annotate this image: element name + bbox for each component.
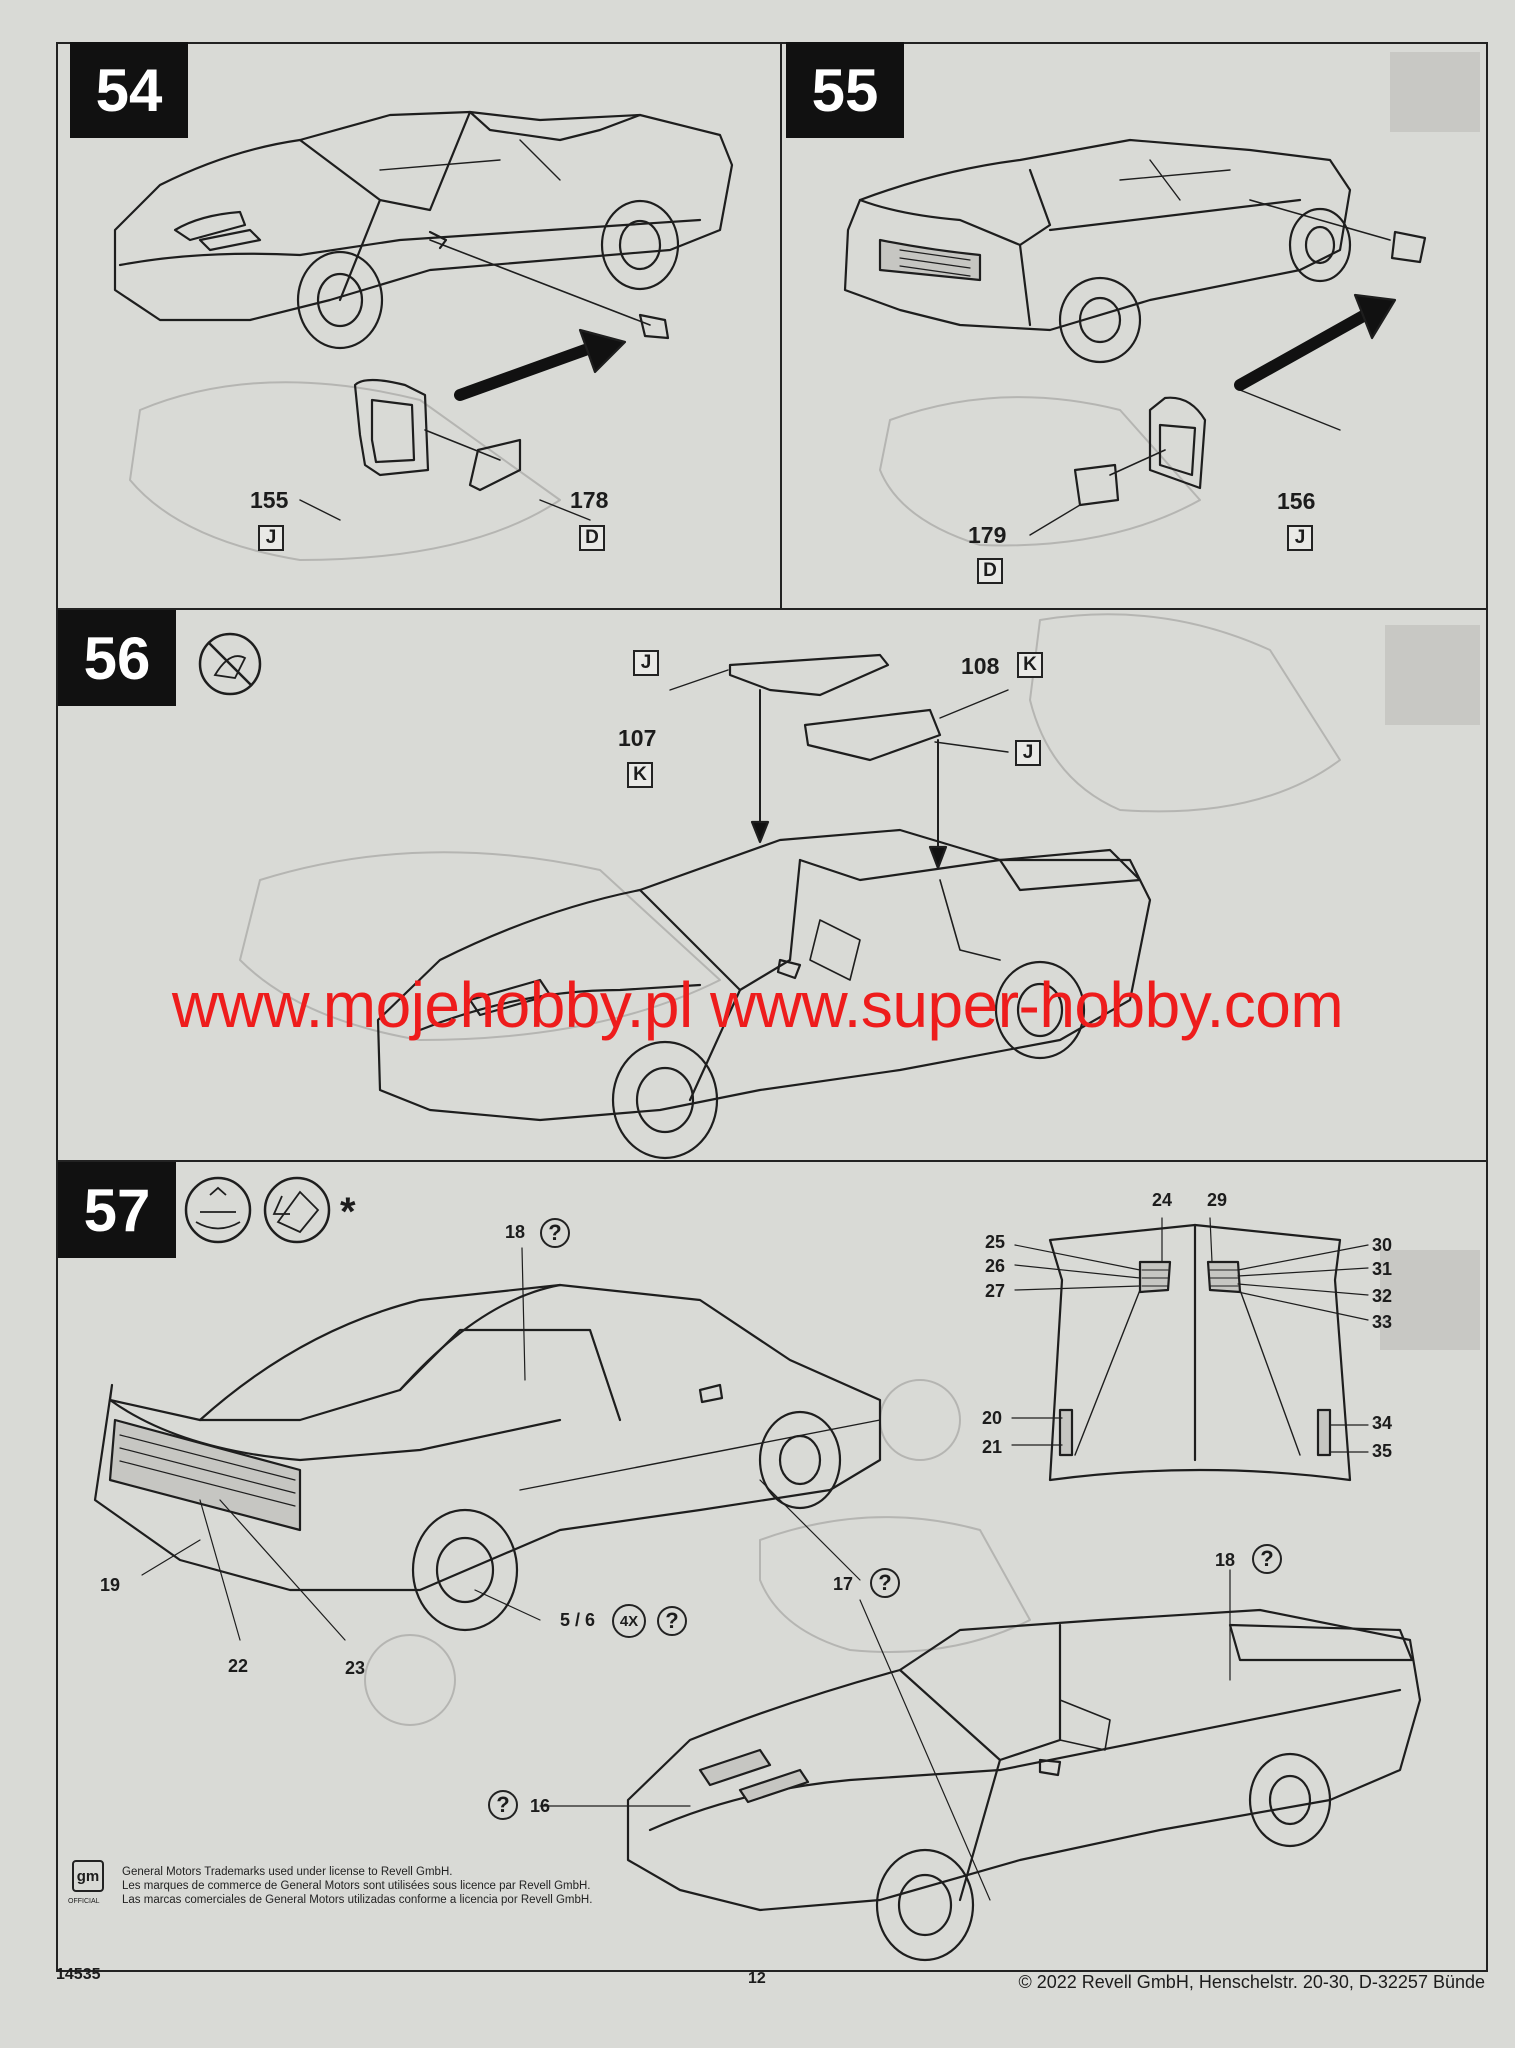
part-number: 107 <box>618 725 657 751</box>
decal-number: 20 <box>982 1408 1003 1428</box>
decal-number: 29 <box>1207 1190 1228 1210</box>
kit-number: 14535 <box>56 1966 101 1983</box>
trademark-line-en: General Motors Trademarks used under lic… <box>122 1866 453 1878</box>
car-step55 <box>843 138 1427 364</box>
decal-water-icon <box>184 1176 252 1244</box>
page-number: 12 <box>748 1970 766 1987</box>
decal-number: 31 <box>1372 1259 1393 1279</box>
roof-panel-107 <box>728 653 890 697</box>
sprue-label: J <box>258 525 284 551</box>
mirror-part-155 <box>353 378 430 477</box>
trademark-notice: General Motors Trademarks used under lic… <box>122 1865 592 1907</box>
trademark-line-fr: Les marques de commerce de General Motor… <box>122 1880 591 1892</box>
decal-number: 34 <box>1372 1413 1393 1433</box>
decal-number: 18 <box>505 1222 526 1242</box>
car-step56 <box>376 828 1152 1160</box>
car-step54 <box>113 110 734 350</box>
sprue-label: D <box>579 525 605 551</box>
asterisk-mark: * <box>340 1190 356 1234</box>
step-number-56: 56 <box>58 610 176 706</box>
decal-number: 35 <box>1372 1441 1393 1461</box>
part-number: 155 <box>250 487 289 513</box>
decal-number: 17 <box>833 1574 854 1594</box>
sprue-label: J <box>1015 740 1041 766</box>
sprue-label: D <box>977 558 1003 584</box>
decal-number: 27 <box>985 1281 1006 1301</box>
help-icon: ? <box>1252 1544 1282 1574</box>
page-frame <box>56 42 1488 1972</box>
divider-row2 <box>56 1160 1488 1162</box>
decal-number: 18 <box>1215 1550 1236 1570</box>
decal-apply-icon <box>263 1176 331 1244</box>
sprue-label: J <box>633 650 659 676</box>
decal-number: 22 <box>228 1656 249 1676</box>
decal-number: 23 <box>345 1658 366 1678</box>
decal-number: 19 <box>100 1575 121 1595</box>
car-step57-front <box>626 1608 1422 1962</box>
help-icon: ? <box>657 1606 687 1636</box>
divider-col <box>780 42 782 608</box>
decal-number: 5 / 6 <box>560 1610 596 1630</box>
decal-number: 16 <box>530 1796 551 1816</box>
gm-logo-subtitle: OFFICIAL <box>68 1898 100 1905</box>
sprue-label: K <box>1017 652 1043 678</box>
decal-number: 24 <box>1152 1190 1173 1210</box>
car-step57-rear <box>93 1283 882 1632</box>
decal-number: 26 <box>985 1256 1006 1276</box>
help-icon: ? <box>870 1568 900 1598</box>
part-number: 178 <box>570 487 609 513</box>
decal-number: 21 <box>982 1437 1003 1457</box>
trademark-line-es: Las marcas comerciales de General Motors… <box>122 1894 593 1906</box>
part-number: 108 <box>961 653 1000 679</box>
decal-number: 30 <box>1372 1235 1393 1255</box>
gm-logo: gm <box>72 1860 104 1892</box>
step-number-54: 54 <box>70 42 188 138</box>
part-number: 179 <box>968 522 1007 548</box>
decal-number: 32 <box>1372 1286 1393 1306</box>
help-icon: ? <box>488 1790 518 1820</box>
step-number-55: 55 <box>786 42 904 138</box>
sprue-label: K <box>627 762 653 788</box>
copyright: © 2022 Revell GmbH, Henschelstr. 20-30, … <box>1018 1972 1485 1992</box>
decal-number: 33 <box>1372 1312 1393 1332</box>
divider-row1 <box>56 608 1488 610</box>
help-icon: ? <box>540 1218 570 1248</box>
hood-diagram <box>1011 1217 1369 1482</box>
roof-panel-108 <box>803 708 942 762</box>
part-number: 156 <box>1277 488 1316 514</box>
decal-number: 25 <box>985 1232 1006 1252</box>
no-glue-icon <box>198 632 262 696</box>
sprue-label: J <box>1287 525 1313 551</box>
watermark-text: www.mojehobby.pl www.super-hobby.com <box>171 969 1344 1041</box>
quantity-badge: 4X <box>612 1604 646 1638</box>
step-number-57: 57 <box>58 1162 176 1258</box>
